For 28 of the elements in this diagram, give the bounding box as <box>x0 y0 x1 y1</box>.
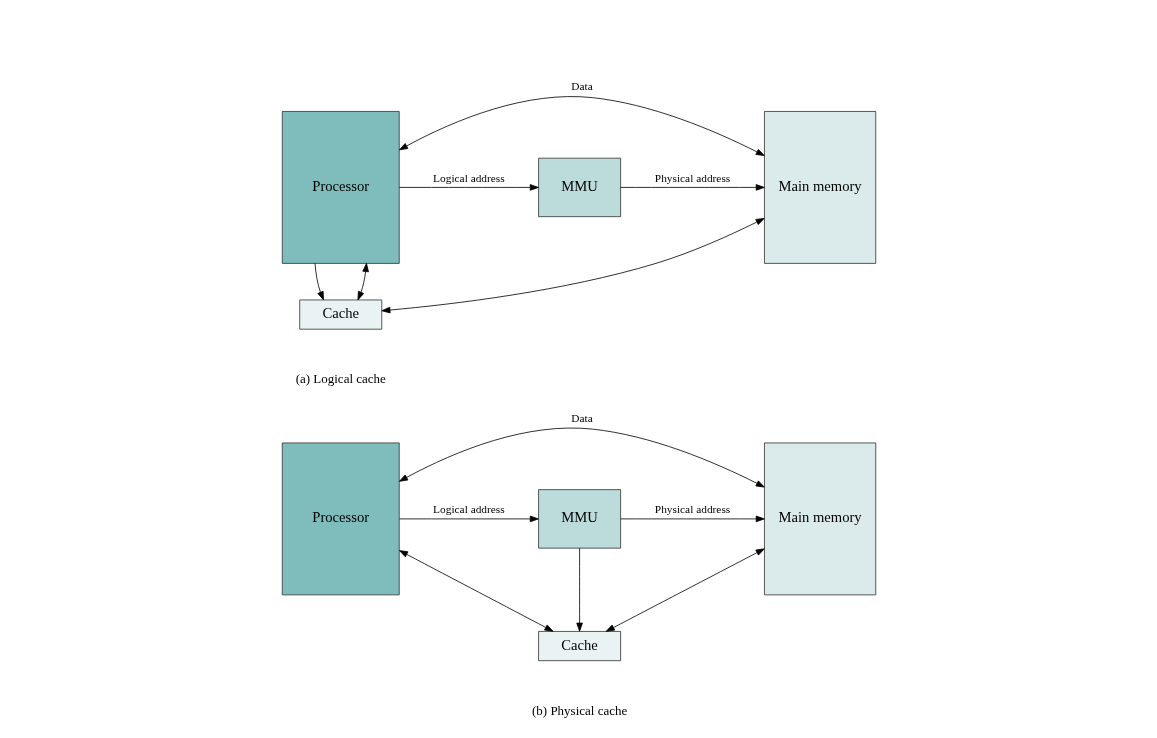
arrow <box>575 547 583 632</box>
edge-label: Logical address <box>432 503 505 516</box>
arrow <box>398 184 539 191</box>
arrow <box>357 263 369 301</box>
arrow <box>619 184 765 191</box>
edge-label: Physical address <box>654 503 730 516</box>
arrow <box>398 515 539 523</box>
arrow <box>314 263 324 301</box>
node-box: Cache <box>298 299 382 330</box>
edge-label: Data <box>570 80 593 93</box>
arrow <box>398 427 765 488</box>
arrow <box>398 550 553 632</box>
node-box: Main memory <box>763 111 876 264</box>
label: (b) Physical cache <box>531 702 627 718</box>
edge-label: Logical address <box>432 171 505 184</box>
node-box: MMU <box>537 489 621 549</box>
edge-label: Physical address <box>654 171 730 184</box>
node-box: Processor <box>281 111 400 264</box>
arrow <box>398 96 765 156</box>
label: (a) Logical cache <box>295 371 386 387</box>
node-box: MMU <box>537 157 621 218</box>
node-box: Main memory <box>763 442 876 596</box>
arrow <box>619 515 765 523</box>
edge-label: Data <box>570 411 593 424</box>
arrow <box>380 218 765 314</box>
arrow <box>605 548 765 632</box>
node-box: Processor <box>281 442 400 596</box>
node-box: Cache <box>537 631 621 662</box>
